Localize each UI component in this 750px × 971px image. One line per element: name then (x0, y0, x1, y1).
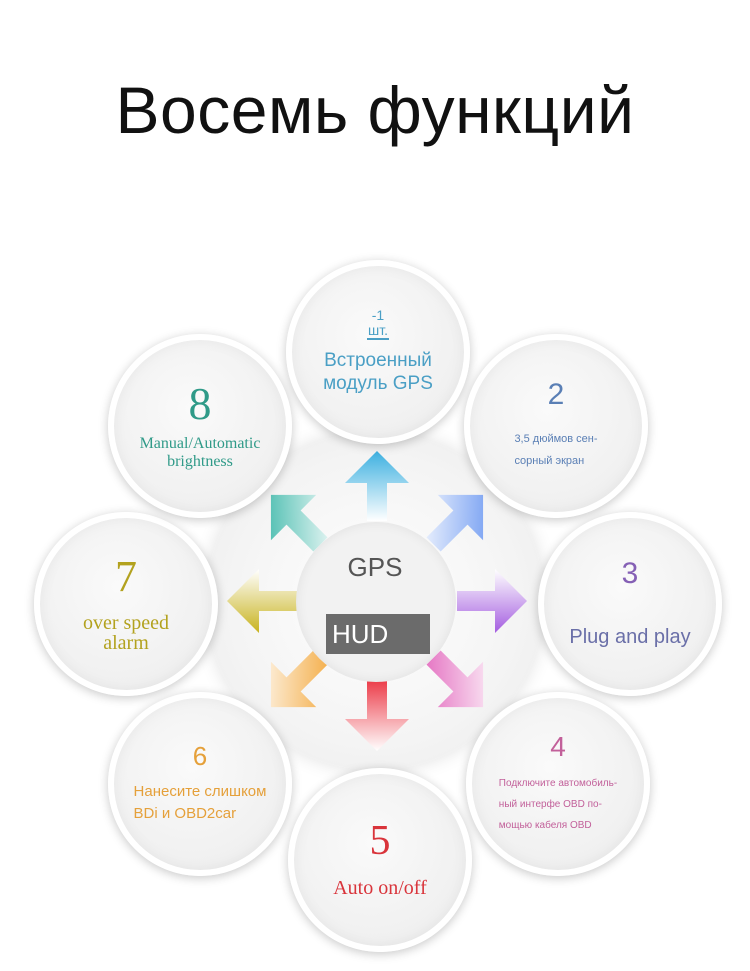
feature-node-5: 5 Auto on/off (288, 768, 472, 952)
center-label-gps: GPS (347, 552, 403, 582)
feature-number-5: 5 (369, 818, 391, 864)
arrow-up-right-icon (426, 494, 484, 552)
feature-text-7: over speed alarm (82, 612, 170, 654)
feature-text-6: Нанесите слишком BDi и OBD2car (133, 783, 267, 822)
center-label-hud: HUD (326, 614, 430, 654)
arrow-down-icon (345, 681, 409, 751)
feature-node-8: 8 Manual/Automatic brightness (108, 334, 292, 518)
feature-node-1: -1 шт. Встроенный модуль GPS (286, 260, 470, 444)
page-title: Восемь функций (115, 73, 635, 147)
center-hub (296, 522, 456, 682)
arrow-up-icon (345, 451, 409, 521)
feature-text-8: Manual/Automatic brightness (139, 434, 261, 470)
feature-text-2: 3,5 дюймов сен- сорный экран (514, 433, 598, 467)
arrow-down-left-icon (270, 650, 328, 708)
feature-node-4: 4 Подключите автомобиль- ный интерфе OBD… (466, 692, 650, 876)
feature-number-4: 4 (550, 730, 566, 762)
feature-number-7: 7 (115, 552, 137, 601)
feature-number-2: 2 (547, 378, 565, 411)
feature-text-4: Подключите автомобиль- ный интерфе OBD п… (498, 777, 618, 831)
arrow-left-icon (227, 569, 297, 633)
feature-text-3: Plug and play (569, 626, 691, 648)
feature-number-3: 3 (621, 557, 639, 590)
arrow-down-right-icon (426, 650, 484, 708)
feature-text-1: Встроенный модуль GPS (323, 350, 433, 395)
feature-number-1: -1 шт. (367, 308, 389, 341)
arrow-up-left-icon (270, 494, 328, 552)
feature-number-6: 6 (192, 741, 208, 772)
feature-number-8: 8 (188, 377, 212, 429)
feature-node-6: 6 Нанесите слишком BDi и OBD2car (108, 692, 292, 876)
feature-node-2: 2 3,5 дюймов сен- сорный экран (464, 334, 648, 518)
feature-node-7: 7 over speed alarm (34, 512, 218, 696)
feature-text-5: Auto on/off (333, 877, 427, 899)
feature-node-3: 3 Plug and play (538, 512, 722, 696)
arrow-right-icon (457, 569, 527, 633)
